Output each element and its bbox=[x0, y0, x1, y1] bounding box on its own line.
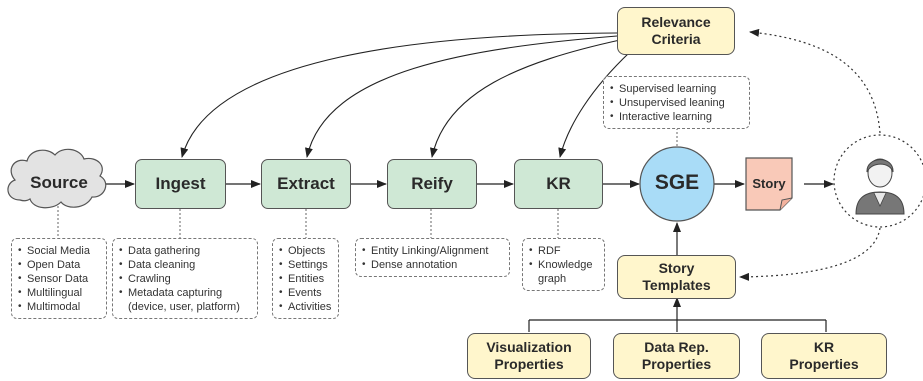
list-item: Entities bbox=[279, 272, 332, 286]
arrow-relevance-reify bbox=[429, 39, 621, 158]
list-item: Knowledge bbox=[529, 258, 598, 272]
relevance-line-1: Relevance bbox=[641, 14, 711, 30]
kr-props-line-2: Properties bbox=[789, 356, 859, 372]
ingest-box: Ingest bbox=[135, 159, 226, 209]
list-item: Metadata capturing bbox=[119, 286, 251, 300]
data-rep-line-1: Data Rep. bbox=[644, 339, 709, 355]
list-item: Activities bbox=[279, 300, 332, 314]
list-item-continuation: (device, user, platform) bbox=[128, 301, 240, 313]
visualization-properties-box: Visualization Properties bbox=[467, 333, 591, 379]
data-rep-properties-box: Data Rep. Properties bbox=[613, 333, 740, 379]
sge-label: SGE bbox=[654, 171, 700, 194]
source-label: Source bbox=[30, 173, 88, 192]
arrow-relevance-ingest bbox=[180, 32, 618, 158]
dotted-user-templates bbox=[739, 227, 881, 281]
dotted-user-relevance bbox=[749, 28, 881, 134]
source-note: Social Media Open Data Sensor Data Multi… bbox=[11, 238, 107, 319]
kr-box: KR bbox=[514, 159, 603, 209]
list-item: Data cleaning bbox=[119, 258, 251, 272]
user-avatar-icon bbox=[833, 134, 923, 228]
kr-props-line-1: KR bbox=[813, 339, 835, 355]
document-fold bbox=[779, 197, 793, 211]
list-item: Data gathering bbox=[119, 244, 251, 258]
extract-note: Objects Settings Entities Events Activit… bbox=[272, 238, 339, 319]
kr-note: RDF Knowledge graph bbox=[522, 238, 605, 291]
arrow-relevance-kr bbox=[558, 51, 631, 158]
list-item-continuation: graph bbox=[538, 273, 567, 285]
sge-circle bbox=[639, 146, 715, 222]
ingest-note: Data gathering Data cleaning Crawling Me… bbox=[112, 238, 258, 319]
data-rep-line-2: Properties bbox=[641, 356, 712, 372]
list-item: Unsupervised leaning bbox=[610, 96, 743, 110]
story-templates-box: Story Templates bbox=[617, 255, 736, 299]
arrow-relevance-extract bbox=[305, 35, 618, 158]
list-item: RDF bbox=[529, 244, 598, 258]
list-item: Sensor Data bbox=[18, 272, 100, 286]
reify-box: Reify bbox=[387, 159, 477, 209]
visualization-line-1: Visualization bbox=[486, 339, 572, 355]
visualization-line-2: Properties bbox=[494, 356, 564, 372]
list-item: Interactive learning bbox=[610, 110, 743, 124]
list-item: Dense annotation bbox=[362, 258, 503, 272]
templates-line-1: Story bbox=[658, 260, 695, 276]
list-item: Supervised learning bbox=[610, 82, 743, 96]
list-item: Social Media bbox=[18, 244, 100, 258]
list-item: Events bbox=[279, 286, 332, 300]
cloud-icon bbox=[7, 148, 107, 209]
story-label: Story bbox=[752, 176, 786, 191]
list-item: Open Data bbox=[18, 258, 100, 272]
reify-note: Entity Linking/Alignment Dense annotatio… bbox=[355, 238, 510, 277]
list-item: Multimodal bbox=[18, 300, 100, 314]
list-item: Multilingual bbox=[18, 286, 100, 300]
list-item: Objects bbox=[279, 244, 332, 258]
relevance-criteria-box: Relevance Criteria bbox=[617, 7, 735, 55]
extract-box: Extract bbox=[261, 159, 351, 209]
list-item: Entity Linking/Alignment bbox=[362, 244, 503, 258]
templates-line-2: Templates bbox=[642, 277, 711, 293]
kr-properties-box: KR Properties bbox=[761, 333, 887, 379]
relevance-line-2: Criteria bbox=[651, 31, 701, 47]
list-item: Settings bbox=[279, 258, 332, 272]
list-item: Crawling bbox=[119, 272, 251, 286]
sge-note: Supervised learning Unsupervised leaning… bbox=[603, 76, 750, 129]
